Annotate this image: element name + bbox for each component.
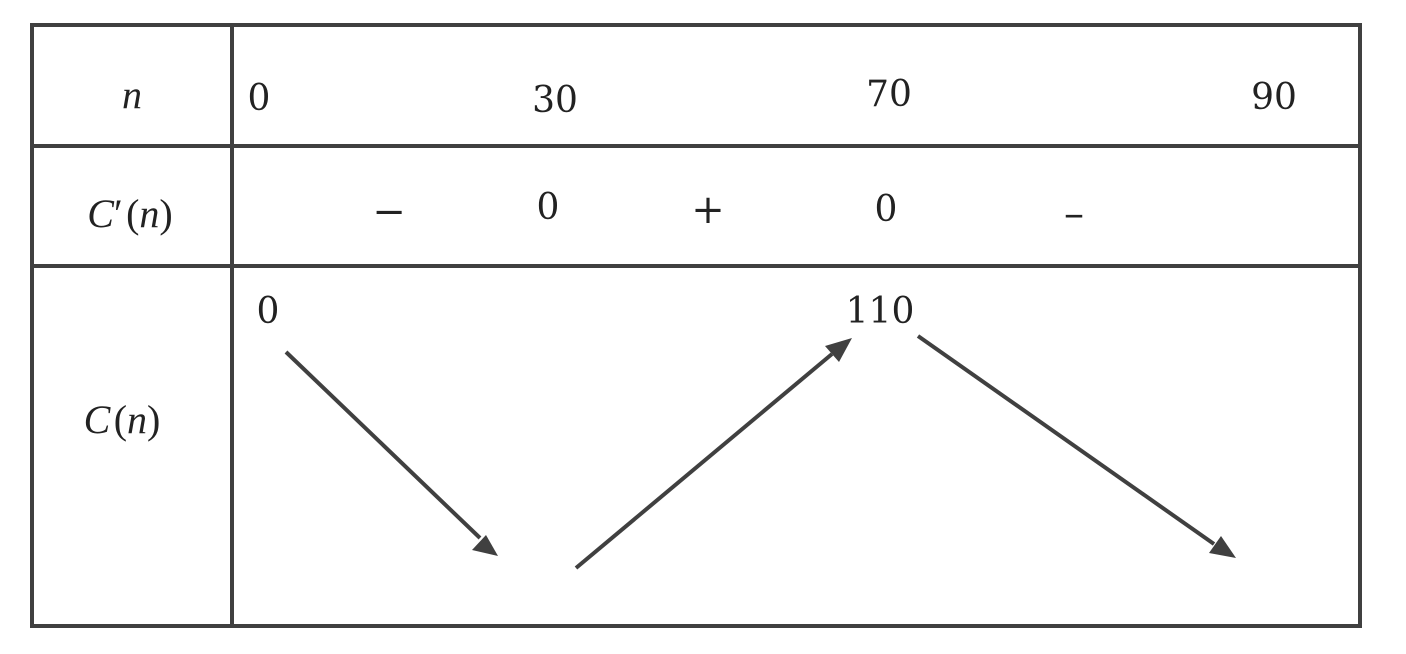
x-value-2: 70 bbox=[866, 74, 912, 115]
function-value-start: 0 bbox=[256, 291, 280, 332]
arrowhead-3 bbox=[1209, 536, 1236, 558]
derivative-arg: n bbox=[139, 191, 160, 236]
table-border bbox=[30, 23, 1362, 628]
arrow-decreasing-1 bbox=[284, 350, 482, 540]
derivative-zero-2: 0 bbox=[874, 189, 898, 230]
row-header-n: n bbox=[122, 72, 142, 117]
row-header-derivative: C′ (n) bbox=[87, 194, 172, 234]
function-arg-open: ( bbox=[113, 397, 128, 442]
derivative-sign-3: – bbox=[1064, 191, 1084, 237]
x-value-0: 0 bbox=[247, 78, 271, 119]
function-arg-close: ) bbox=[147, 397, 161, 442]
x-value-1: 30 bbox=[532, 80, 578, 121]
arrow-increasing bbox=[574, 352, 834, 570]
x-value-3: 90 bbox=[1251, 77, 1297, 118]
function-value-peak: 110 bbox=[845, 291, 915, 332]
derivative-sign-2: + bbox=[691, 187, 725, 233]
arrowhead-2 bbox=[825, 338, 852, 362]
derivative-sign-1: − bbox=[372, 189, 406, 235]
derivative-arg-close: ) bbox=[159, 191, 173, 236]
derivative-arg-open: ( bbox=[126, 191, 140, 236]
row-header-function: C (n) bbox=[84, 400, 161, 440]
function-fn: C bbox=[83, 397, 111, 442]
arrowhead-1 bbox=[472, 535, 498, 556]
derivative-fn: C bbox=[87, 191, 114, 236]
derivative-prime: ′ bbox=[113, 191, 123, 236]
arrow-decreasing-2 bbox=[916, 334, 1216, 546]
derivative-zero-1: 0 bbox=[536, 187, 560, 228]
function-arg: n bbox=[127, 397, 148, 442]
